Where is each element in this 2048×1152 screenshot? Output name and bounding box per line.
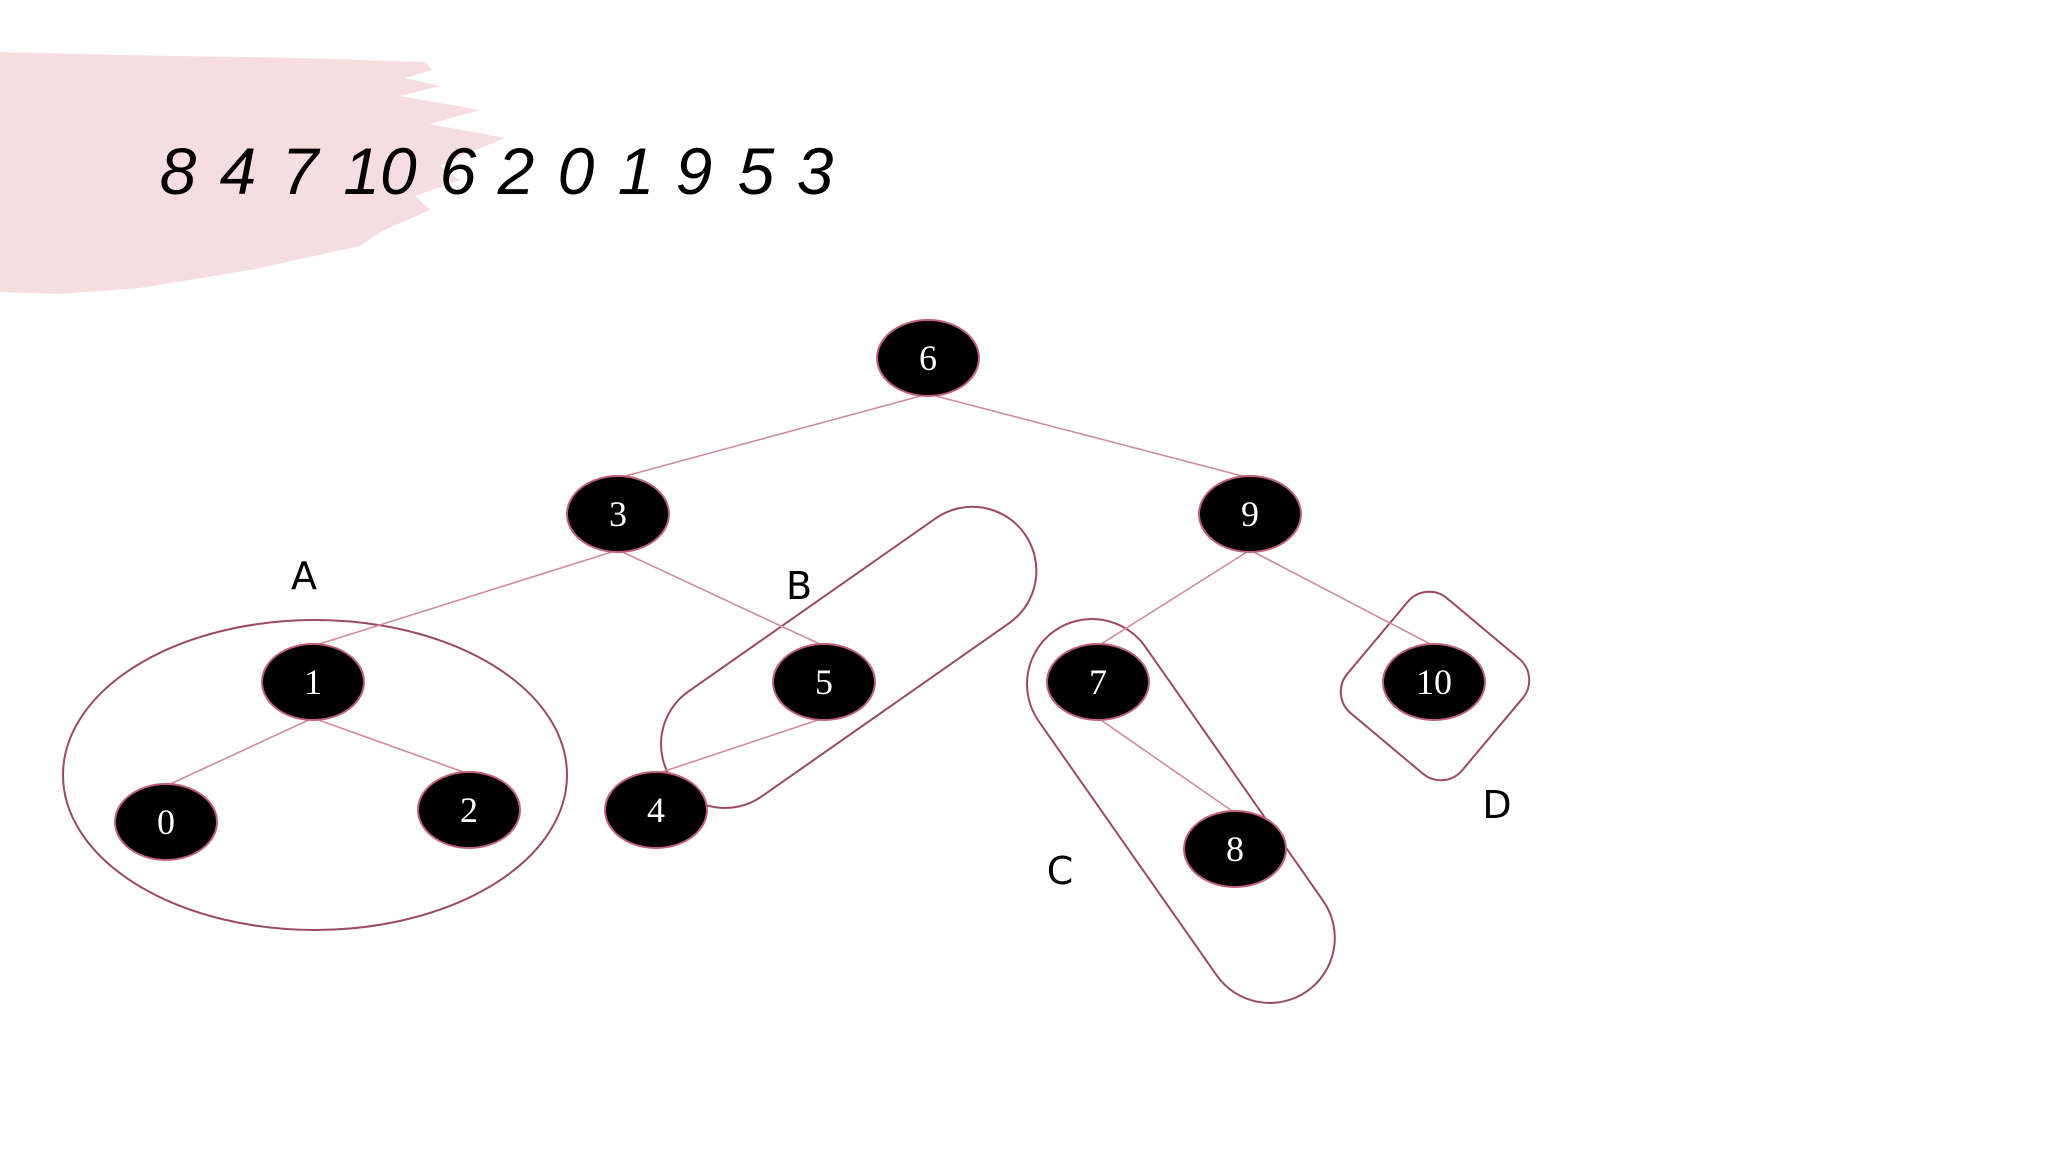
tree-node-2: 2 [417, 771, 521, 849]
tree-node-shape [417, 771, 521, 849]
tree-node-0: 0 [114, 783, 218, 861]
sequence-value: 3 [797, 134, 834, 208]
group-label-c: C [1047, 849, 1074, 893]
tree-node-label: 10 [1416, 662, 1452, 702]
tree-node-label: 0 [157, 802, 175, 842]
group-label-a: A [291, 554, 317, 598]
tree-node-label: 9 [1241, 494, 1259, 534]
group-outlines [62, 505, 1531, 1004]
tree-edges [165, 393, 1435, 814]
tree-edge-6-3 [617, 393, 929, 479]
sequence-value: 9 [676, 134, 713, 208]
tree-node-label: 2 [460, 790, 478, 830]
tree-node-9: 9 [1198, 475, 1302, 553]
tree-edge-1-0 [165, 717, 314, 787]
tree-edge-7-8 [1097, 717, 1236, 814]
sequence-value: 2 [497, 134, 535, 208]
tree-node-label: 5 [815, 662, 833, 702]
sequence-value: 0 [558, 134, 595, 208]
sequence-value: 10 [343, 134, 417, 208]
tree-node-shape [1198, 475, 1302, 553]
tree-edge-1-2 [312, 717, 470, 775]
tree-node-shape [772, 643, 876, 721]
tree-node-shape [1046, 643, 1150, 721]
group-outline-a [62, 619, 568, 931]
sequence-value: 4 [220, 134, 257, 208]
tree-node-shape [1382, 643, 1486, 721]
group-label-d: D [1482, 783, 1511, 827]
tree-node-3: 3 [566, 475, 670, 553]
group-label-b: B [786, 564, 812, 608]
group-outline-c [1026, 618, 1336, 1004]
tree-edge-3-5 [617, 549, 825, 647]
tree-edge-5-4 [655, 717, 825, 775]
tree-node-6: 6 [876, 319, 980, 397]
group-outline-d [1339, 590, 1531, 782]
tree-node-shape [114, 783, 218, 861]
tree-edge-9-7 [1097, 549, 1251, 647]
sequence-value: 6 [440, 134, 477, 208]
tree-node-label: 7 [1089, 662, 1107, 702]
tree-node-shape [1183, 810, 1287, 888]
tree-node-5: 5 [772, 643, 876, 721]
tree-node-shape [566, 475, 670, 553]
tree-node-label: 3 [609, 494, 627, 534]
brush-stroke [0, 52, 505, 294]
tree-node-label: 8 [1226, 829, 1244, 869]
tree-node-label: 6 [919, 338, 937, 378]
sequence-value: 1 [618, 134, 655, 208]
tree-node-shape [876, 319, 980, 397]
tree-node-8: 8 [1183, 810, 1287, 888]
tree-node-label: 4 [647, 790, 665, 830]
tree-node-1: 1 [261, 643, 365, 721]
sequence-value: 7 [282, 134, 321, 208]
tree-node-shape [261, 643, 365, 721]
tree-edge-3-1 [312, 549, 619, 647]
tree-node-label: 1 [304, 662, 322, 702]
sequence-value: 8 [160, 134, 197, 208]
tree-node-7: 7 [1046, 643, 1150, 721]
sequence-value: 5 [738, 134, 775, 208]
tree-edge-9-10 [1249, 549, 1435, 647]
tree-node-10: 10 [1382, 643, 1486, 721]
tree-node-shape [604, 771, 708, 849]
tree-node-4: 4 [604, 771, 708, 849]
tree-edge-6-9 [927, 393, 1251, 479]
